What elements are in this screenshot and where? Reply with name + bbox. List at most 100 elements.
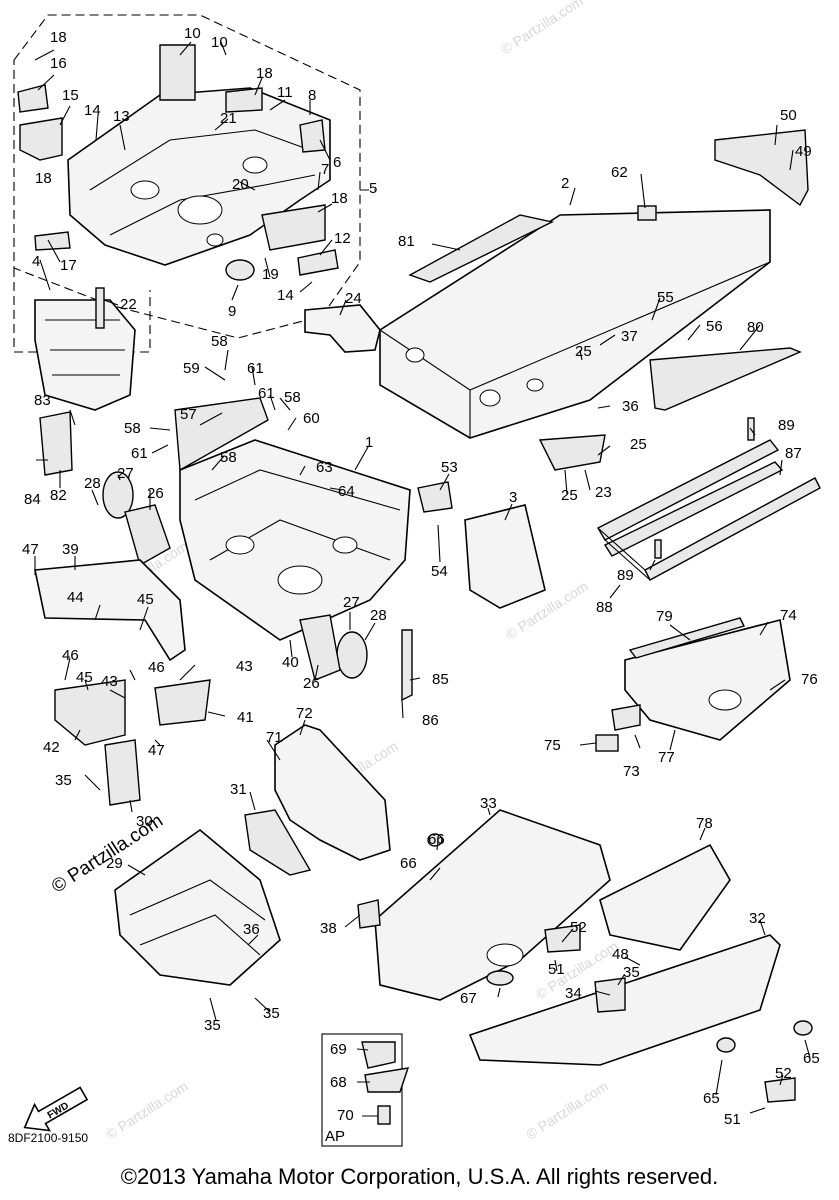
callout-62: 62 <box>611 164 628 181</box>
callout-26: 26 <box>303 675 320 692</box>
callout-65: 65 <box>803 1050 820 1067</box>
callout-25: 25 <box>561 487 578 504</box>
callout-55: 55 <box>657 289 674 306</box>
callout-34: 34 <box>565 985 582 1002</box>
part-31 <box>244 809 312 876</box>
callout-25: 25 <box>630 436 647 453</box>
callout-86: 86 <box>422 712 439 729</box>
callout-59: 59 <box>183 360 200 377</box>
watermark-text: © Partzilla.com <box>498 0 586 58</box>
callout-45: 45 <box>137 591 154 608</box>
callout-61: 61 <box>131 445 148 462</box>
callout-41: 41 <box>237 709 254 726</box>
belly-pan-part-33 <box>357 809 611 1001</box>
leader-lines <box>34 41 811 1117</box>
callout-43: 43 <box>101 673 118 690</box>
front-frame-part <box>17 44 339 281</box>
callout-23: 23 <box>595 484 612 501</box>
callout-78: 78 <box>696 815 713 832</box>
callout-89: 89 <box>617 567 634 584</box>
callout-69: 69 <box>330 1041 347 1058</box>
callout-40: 40 <box>282 654 299 671</box>
boots <box>102 471 368 681</box>
callout-60: 60 <box>303 410 320 427</box>
callout-12: 12 <box>334 230 351 247</box>
callout-66: 66 <box>428 831 445 848</box>
callout-87: 87 <box>785 445 802 462</box>
callout-27: 27 <box>343 594 360 611</box>
rails <box>597 417 821 581</box>
callout-80: 80 <box>747 319 764 336</box>
callout-81: 81 <box>398 233 415 250</box>
rear-cover-parts <box>595 617 791 752</box>
tunnel-part <box>379 129 809 439</box>
watermark-text: © Partzilla.com <box>523 1078 611 1143</box>
callout-36: 36 <box>622 398 639 415</box>
callout-51: 51 <box>548 961 565 978</box>
copyright-text: ©2013 Yamaha Motor Corporation, U.S.A. A… <box>120 1164 719 1189</box>
callout-84: 84 <box>24 491 41 508</box>
callout-37: 37 <box>621 328 638 345</box>
callout-58: 58 <box>211 333 228 350</box>
group-outlines <box>13 14 375 353</box>
callout-58: 58 <box>284 389 301 406</box>
callout-47: 47 <box>148 742 165 759</box>
callout-18: 18 <box>50 29 67 46</box>
bracket-23 <box>538 434 606 471</box>
callout-33: 33 <box>480 795 497 812</box>
callout-21: 21 <box>220 110 237 127</box>
callout-10: 10 <box>211 34 228 51</box>
callout-20: 20 <box>232 176 249 193</box>
callout-44: 44 <box>67 589 84 606</box>
callout-22: 22 <box>120 296 137 313</box>
callout-43: 43 <box>236 658 253 675</box>
callout-48: 48 <box>612 946 629 963</box>
callout-85: 85 <box>432 671 449 688</box>
callout-8: 8 <box>308 87 316 104</box>
bracket-3 <box>464 504 546 609</box>
callout-83: 83 <box>34 392 51 409</box>
callout-35: 35 <box>623 964 640 981</box>
callout-7: 7 <box>321 161 329 178</box>
callout-42: 42 <box>43 739 60 756</box>
callout-39: 39 <box>62 541 79 558</box>
left-brackets <box>34 411 413 806</box>
callout-49: 49 <box>795 143 812 160</box>
callout-57: 57 <box>180 406 197 423</box>
callout-47: 47 <box>22 541 39 558</box>
callout-11: 11 <box>277 84 293 101</box>
callout-79: 79 <box>656 608 673 625</box>
callout-76: 76 <box>801 671 818 688</box>
callout-14: 14 <box>277 287 294 304</box>
callout-71: 71 <box>266 729 283 746</box>
callout-46: 46 <box>148 659 165 676</box>
callout-1: 1 <box>365 434 373 451</box>
callout-82: 82 <box>50 487 67 504</box>
bracket-4 <box>34 287 136 411</box>
callout-15: 15 <box>62 87 79 104</box>
callout-88: 88 <box>596 599 613 616</box>
callout-52: 52 <box>775 1065 792 1082</box>
fwd-label: FWD <box>46 1101 71 1122</box>
callout-61: 61 <box>258 385 275 402</box>
callout-9: 9 <box>228 303 236 320</box>
cowl-part-71 <box>274 724 391 861</box>
callout-27: 27 <box>117 465 134 482</box>
callout-30: 30 <box>136 813 153 830</box>
callout-36: 36 <box>243 921 260 938</box>
callout-66: 66 <box>400 855 417 872</box>
callout-10: 10 <box>184 25 201 42</box>
bracket-24 <box>304 304 381 353</box>
callout-18: 18 <box>331 190 348 207</box>
middle-frame-part <box>174 397 411 641</box>
callout-29: 29 <box>106 855 123 872</box>
callout-68: 68 <box>330 1074 347 1091</box>
callout-61: 61 <box>247 360 264 377</box>
reference-code: 8DF2100-9150 <box>8 1131 89 1145</box>
callout-67: 67 <box>460 990 477 1007</box>
inset-box: AP <box>321 1033 410 1147</box>
callout-16: 16 <box>50 55 67 72</box>
callout-26: 26 <box>147 485 164 502</box>
callout-63: 63 <box>316 459 333 476</box>
